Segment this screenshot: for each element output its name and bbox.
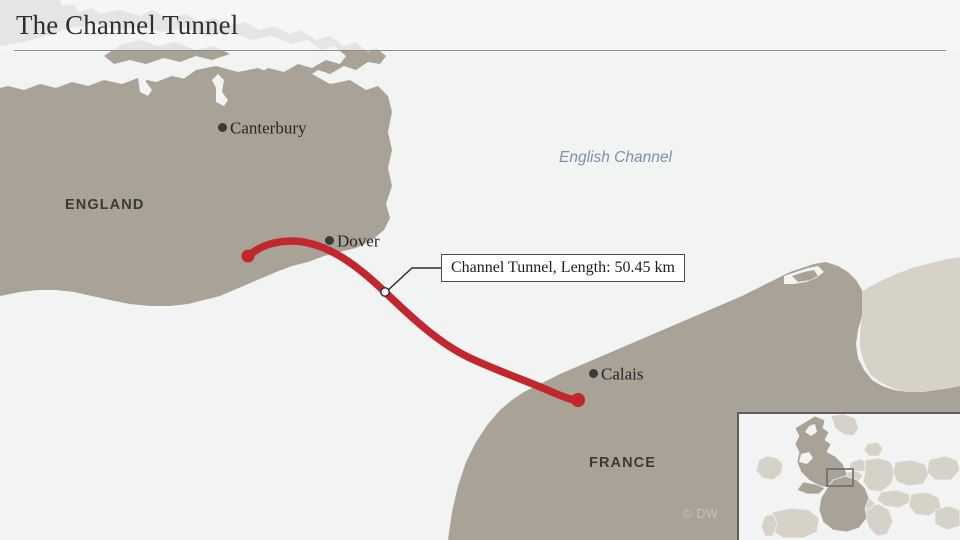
city-canterbury: Canterbury: [218, 118, 306, 137]
sea-label-english-channel: English Channel: [559, 149, 672, 166]
copyright-watermark: © DW: [683, 507, 719, 521]
callout-leader: [380, 267, 443, 297]
city-marker-icon: [325, 235, 334, 245]
page-title: The Channel Tunnel: [16, 10, 239, 40]
inset-locator-box: [826, 468, 854, 487]
city-marker-icon: [589, 368, 598, 378]
tunnel-midpoint-marker: [380, 287, 390, 297]
city-marker-icon: [218, 122, 227, 132]
tunnel-endpoint-france: [571, 393, 585, 407]
europe-inset-map: [737, 412, 960, 540]
city-label: Dover: [337, 231, 380, 251]
country-label-france: FRANCE: [589, 455, 657, 471]
inset-uk-cornwall: [796, 481, 826, 495]
tunnel-endpoint-england: [241, 249, 255, 263]
belgium-border: [861, 254, 960, 292]
country-label-england: ENGLAND: [65, 197, 145, 213]
city-calais: Calais: [589, 364, 644, 383]
channel-tunnel-route: [241, 237, 585, 407]
title-divider: [14, 50, 946, 51]
inset-highlight-france: [818, 475, 870, 533]
tunnel-callout-label: Channel Tunnel, Length: 50.45 km: [441, 254, 685, 282]
city-label: Canterbury: [230, 118, 307, 138]
city-label: Calais: [601, 364, 644, 384]
city-dover: Dover: [325, 231, 379, 250]
belgium-landmass: [860, 256, 960, 392]
